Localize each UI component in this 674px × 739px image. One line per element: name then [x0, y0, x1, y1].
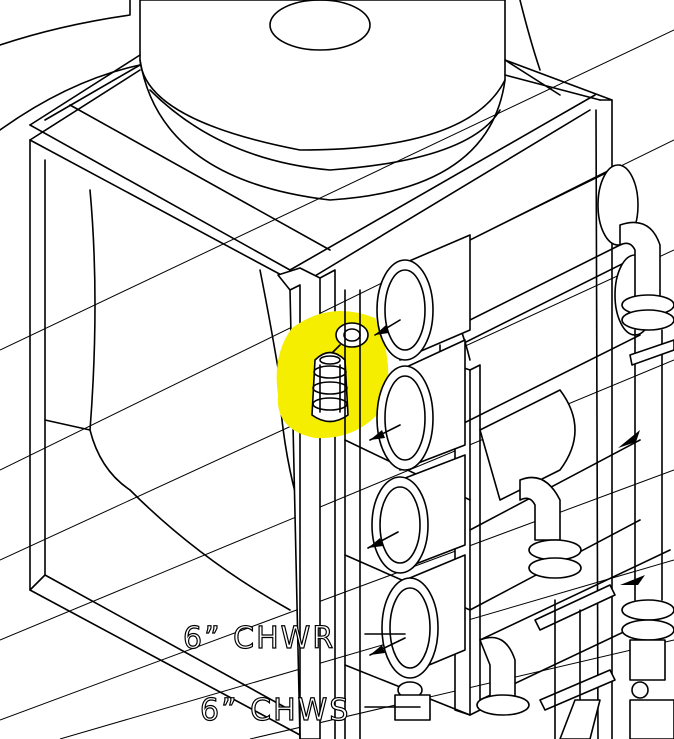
chwr-label: 6” CHWR — [183, 621, 335, 656]
bottom-valve — [394, 681, 674, 739]
compressor-caps — [367, 234, 471, 679]
compressor-cap-3 — [367, 454, 466, 574]
compressor-cap-1 — [374, 234, 471, 361]
fan-dome — [139, 0, 506, 201]
frame-top — [29, 54, 613, 739]
compressor-cap-4 — [369, 554, 466, 679]
compressor-cap-2 — [369, 339, 466, 471]
chws-label: 6” CHWS — [200, 693, 350, 728]
label-leaders — [364, 633, 421, 708]
flow-arrows — [618, 430, 645, 585]
pipe-elbows — [476, 221, 674, 739]
